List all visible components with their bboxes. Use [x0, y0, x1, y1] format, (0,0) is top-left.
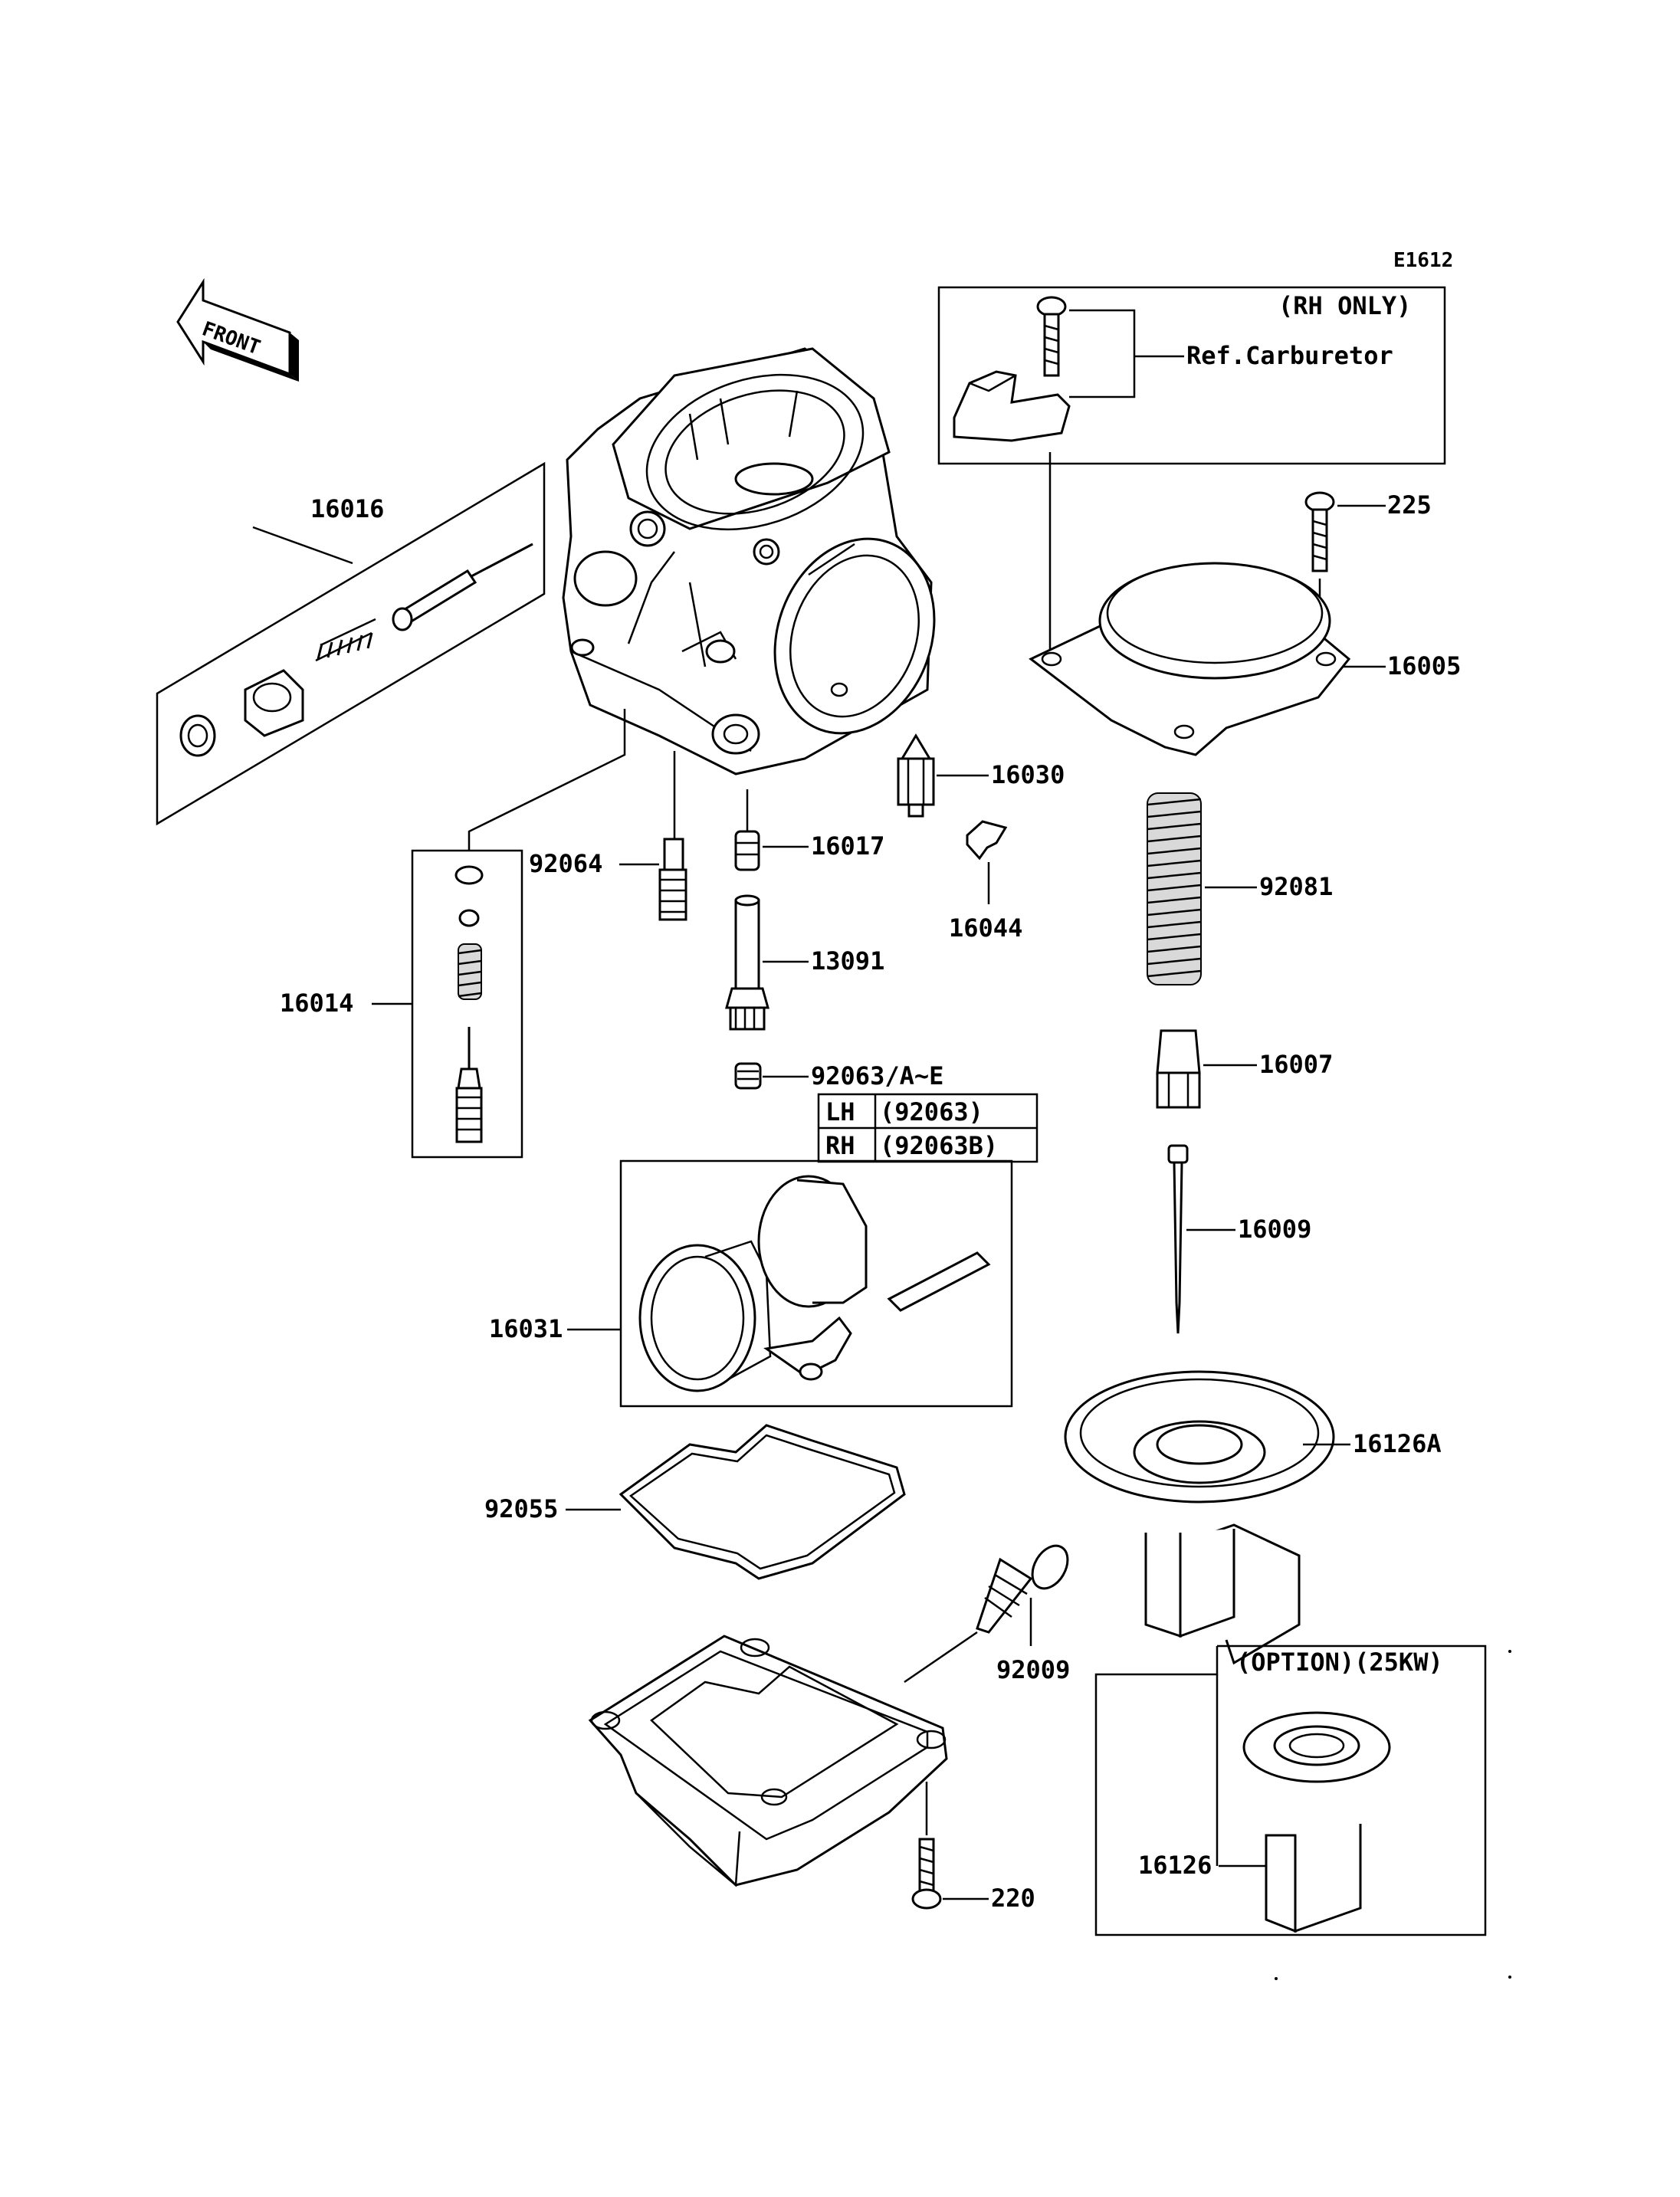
jet-table-row-rh-part: (92063B): [880, 1131, 998, 1160]
jet-table-row-rh-side: RH: [825, 1131, 855, 1160]
part-225-screw-icon: [1304, 491, 1335, 572]
carburetor-body: [562, 347, 936, 776]
label-16016: 16016: [310, 494, 384, 523]
part-16126-slide-icon: [1242, 1711, 1391, 1933]
mixture-screw-icon: [392, 543, 533, 631]
part-92081-spring-icon: [1147, 792, 1202, 985]
part-16009-needle-icon: [1167, 1144, 1189, 1334]
label-13091: 13091: [811, 946, 884, 976]
part-16007-icon: [1156, 1029, 1201, 1109]
label-225: 225: [1387, 490, 1432, 520]
group-16031: [619, 1159, 1013, 1408]
part-92064-icon: [658, 838, 687, 921]
rh-screw-icon: [1036, 296, 1067, 377]
label-220: 220: [991, 1884, 1035, 1913]
rh-bracket-icon: [953, 370, 1071, 442]
jet-table-row-lh-side: LH: [825, 1097, 855, 1126]
label-16031: 16031: [489, 1314, 563, 1343]
pilot-spring-icon: [458, 943, 482, 1000]
jet-table: LH (92063) RH (92063B): [817, 1093, 1039, 1163]
part-16044-icon: [966, 820, 1008, 861]
group-16016: [156, 461, 546, 826]
label-16007: 16007: [1259, 1050, 1333, 1079]
pilot-screw-icon: [455, 1027, 483, 1143]
rh-only-title: (RH ONLY): [1278, 291, 1411, 320]
option-box: (OPTION)(25KW): [1094, 1644, 1487, 1936]
ref-carburetor-note: Ref.Carburetor: [1186, 341, 1393, 370]
label-92055: 92055: [484, 1494, 558, 1523]
label-92063: 92063/A~E: [811, 1061, 943, 1090]
rh-only-box: (RH ONLY) Ref.Carburetor: [937, 286, 1446, 465]
part-92063-icon: [734, 1062, 762, 1090]
part-13091-icon: [725, 894, 769, 1031]
jet-table-row-lh-part: (92063): [880, 1097, 983, 1126]
label-16126: 16126: [1138, 1851, 1212, 1880]
label-92064: 92064: [529, 849, 602, 878]
part-16017-icon: [734, 830, 760, 871]
label-16009: 16009: [1238, 1215, 1311, 1244]
float-bowl-icon: [588, 1635, 948, 1887]
diagram-code: E1612: [1393, 249, 1453, 272]
label-16014: 16014: [280, 989, 353, 1018]
part-16005-cover-icon: [1029, 562, 1351, 756]
group-16014: [411, 849, 523, 1159]
label-16005: 16005: [1387, 651, 1461, 680]
part-220-screw-icon: [911, 1838, 942, 1910]
label-92081: 92081: [1259, 872, 1333, 901]
part-92009-icon: [976, 1544, 1069, 1634]
label-16030: 16030: [991, 760, 1065, 789]
label-16017: 16017: [811, 831, 884, 861]
part-92055-gasket-icon: [619, 1424, 906, 1580]
mixture-spring-icon: [315, 618, 376, 662]
front-arrow-icon: FRONT: [176, 277, 299, 382]
label-92009: 92009: [996, 1655, 1070, 1684]
part-16030-icon: [897, 733, 935, 818]
option-box-title: (OPTION)(25KW): [1236, 1648, 1443, 1677]
label-16044: 16044: [949, 913, 1022, 943]
label-16126a: 16126A: [1353, 1429, 1442, 1458]
part-16126a-diaphragm-icon: [1064, 1370, 1335, 1665]
